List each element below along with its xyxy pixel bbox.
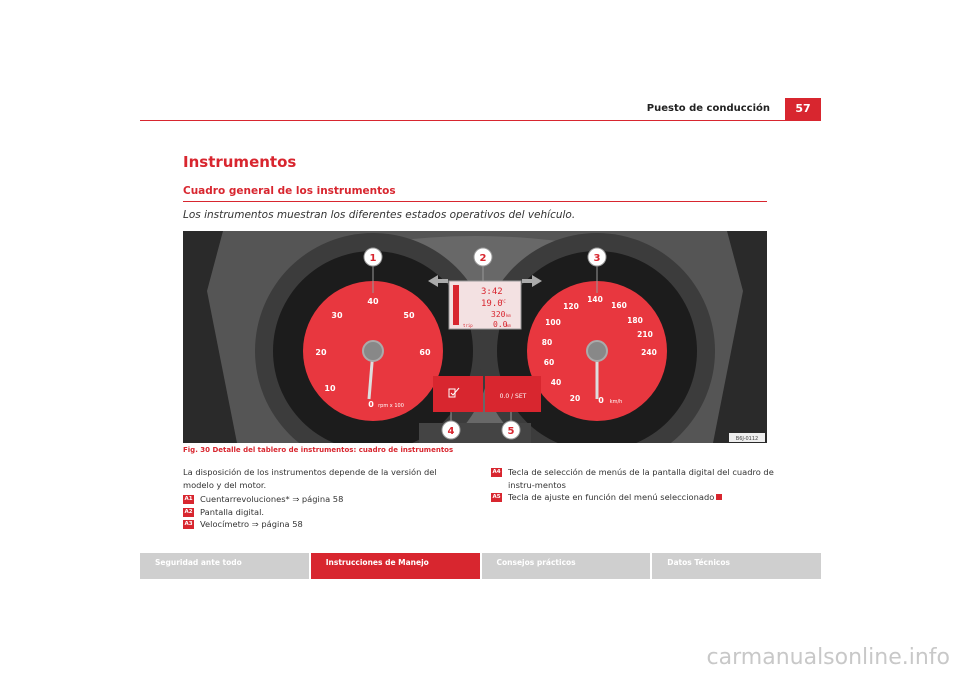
speedo-label-180: 180	[627, 316, 643, 325]
list-item: A3 Velocímetro ⇒ página 58	[183, 518, 468, 531]
display-temp: 19.0	[481, 299, 503, 309]
item-badge: A5	[491, 493, 502, 502]
tach-label-50: 50	[403, 311, 415, 320]
tach-unit: rpm x 100	[378, 403, 404, 409]
menu-icon	[448, 387, 460, 398]
item-badge: A3	[183, 520, 194, 529]
callout-4: 4	[448, 426, 455, 437]
display-odometer-unit: km	[506, 313, 511, 318]
speedo-label-240: 240	[641, 348, 657, 357]
list-item: A2 Pantalla digital.	[183, 506, 468, 519]
header-divider	[140, 120, 821, 121]
item-text: Tecla de selección de menús de la pantal…	[508, 467, 774, 490]
callout-1: 1	[370, 253, 377, 264]
callout-3: 3	[594, 253, 601, 264]
list-item: A1 Cuentarrevoluciones* ⇒ página 58	[183, 493, 468, 506]
item-text: Pantalla digital.	[200, 506, 265, 517]
item-badge: A1	[183, 495, 194, 504]
speedo-label-20: 20	[570, 394, 580, 403]
callout-5: 5	[508, 426, 515, 437]
section-title: Instrumentos	[183, 153, 297, 171]
footer-tab-practical-tips[interactable]: Consejos prácticos	[481, 553, 651, 579]
footer-tab-safety[interactable]: Seguridad ante todo	[140, 553, 309, 579]
item-badge: A4	[491, 468, 502, 477]
turn-right-icon	[522, 275, 542, 287]
set-key-label: 0.0 / SET	[500, 393, 527, 400]
tach-hub	[362, 340, 384, 362]
display-trip: 0.0	[493, 320, 508, 329]
display-temp-unit: °C	[501, 299, 506, 304]
tach-label-30: 30	[331, 311, 343, 320]
digital-display	[448, 280, 522, 330]
item-text: Cuentarrevoluciones* ⇒ página 58	[200, 494, 344, 504]
footer-tab-technical-data[interactable]: Datos Técnicos	[652, 553, 821, 579]
list-item: A5 Tecla de ajuste en función del menú s…	[491, 491, 776, 504]
display-trip-label: trip	[463, 323, 473, 328]
list-item: A4 Tecla de selección de menús de la pan…	[491, 466, 776, 491]
subtitle-divider	[183, 201, 767, 202]
speedo-label-40: 40	[551, 378, 561, 387]
tach-label-20: 20	[315, 348, 327, 357]
turn-left-icon	[428, 275, 448, 287]
speedo-label-140: 140	[587, 295, 603, 304]
instrument-cluster-figure: 10 20 30 40 50 60 0 rpm x 100 0 km/h 20 …	[183, 231, 767, 443]
tach-label-10: 10	[324, 384, 336, 393]
lead-paragraph: Los instrumentos muestran los diferentes…	[183, 209, 576, 221]
callout-2: 2	[480, 253, 487, 264]
speedo-hub	[586, 340, 608, 362]
speedo-label-160: 160	[611, 301, 627, 310]
item-text: Velocímetro ⇒ página 58	[200, 519, 303, 529]
tach-zero-label: 0	[368, 400, 374, 409]
intro-paragraph: La disposición de los instrumentos depen…	[183, 467, 437, 490]
display-trip-unit: km	[506, 323, 511, 328]
menu-select-key[interactable]	[433, 376, 483, 412]
page-number: 57	[785, 98, 821, 120]
speedo-label-80: 80	[542, 338, 552, 347]
footer-nav: Seguridad ante todo Instrucciones de Man…	[140, 553, 821, 579]
end-of-section-icon	[716, 494, 723, 500]
text-column-right: A4 Tecla de selección de menús de la pan…	[491, 466, 776, 504]
display-clock: 3:42	[481, 287, 503, 297]
item-text: Tecla de ajuste en función del menú sele…	[508, 492, 715, 502]
tach-label-60: 60	[419, 348, 431, 357]
figure-code: B6J-0112	[736, 436, 758, 442]
tach-label-40: 40	[367, 297, 379, 306]
speedo-label-120: 120	[563, 302, 579, 311]
speedo-label-60: 60	[544, 358, 554, 367]
text-column-left: La disposición de los instrumentos depen…	[183, 466, 468, 531]
speedo-label-100: 100	[545, 318, 561, 327]
figure-caption: Fig. 30 Detalle del tablero de instrumen…	[183, 446, 454, 454]
footer-tab-operating-instructions[interactable]: Instrucciones de Manejo	[310, 553, 480, 579]
set-key[interactable]	[485, 376, 541, 412]
item-badge: A2	[183, 507, 194, 517]
speedo-label-210: 210	[637, 330, 653, 339]
speedo-zero-label: 0	[598, 396, 604, 405]
running-header-title: Puesto de conducción	[646, 103, 770, 114]
display-odometer: 320	[491, 310, 506, 319]
watermark: carmanualsonline.info	[706, 645, 950, 670]
section-subtitle: Cuadro general de los instrumentos	[183, 185, 396, 197]
speedo-unit: km/h	[610, 399, 623, 405]
